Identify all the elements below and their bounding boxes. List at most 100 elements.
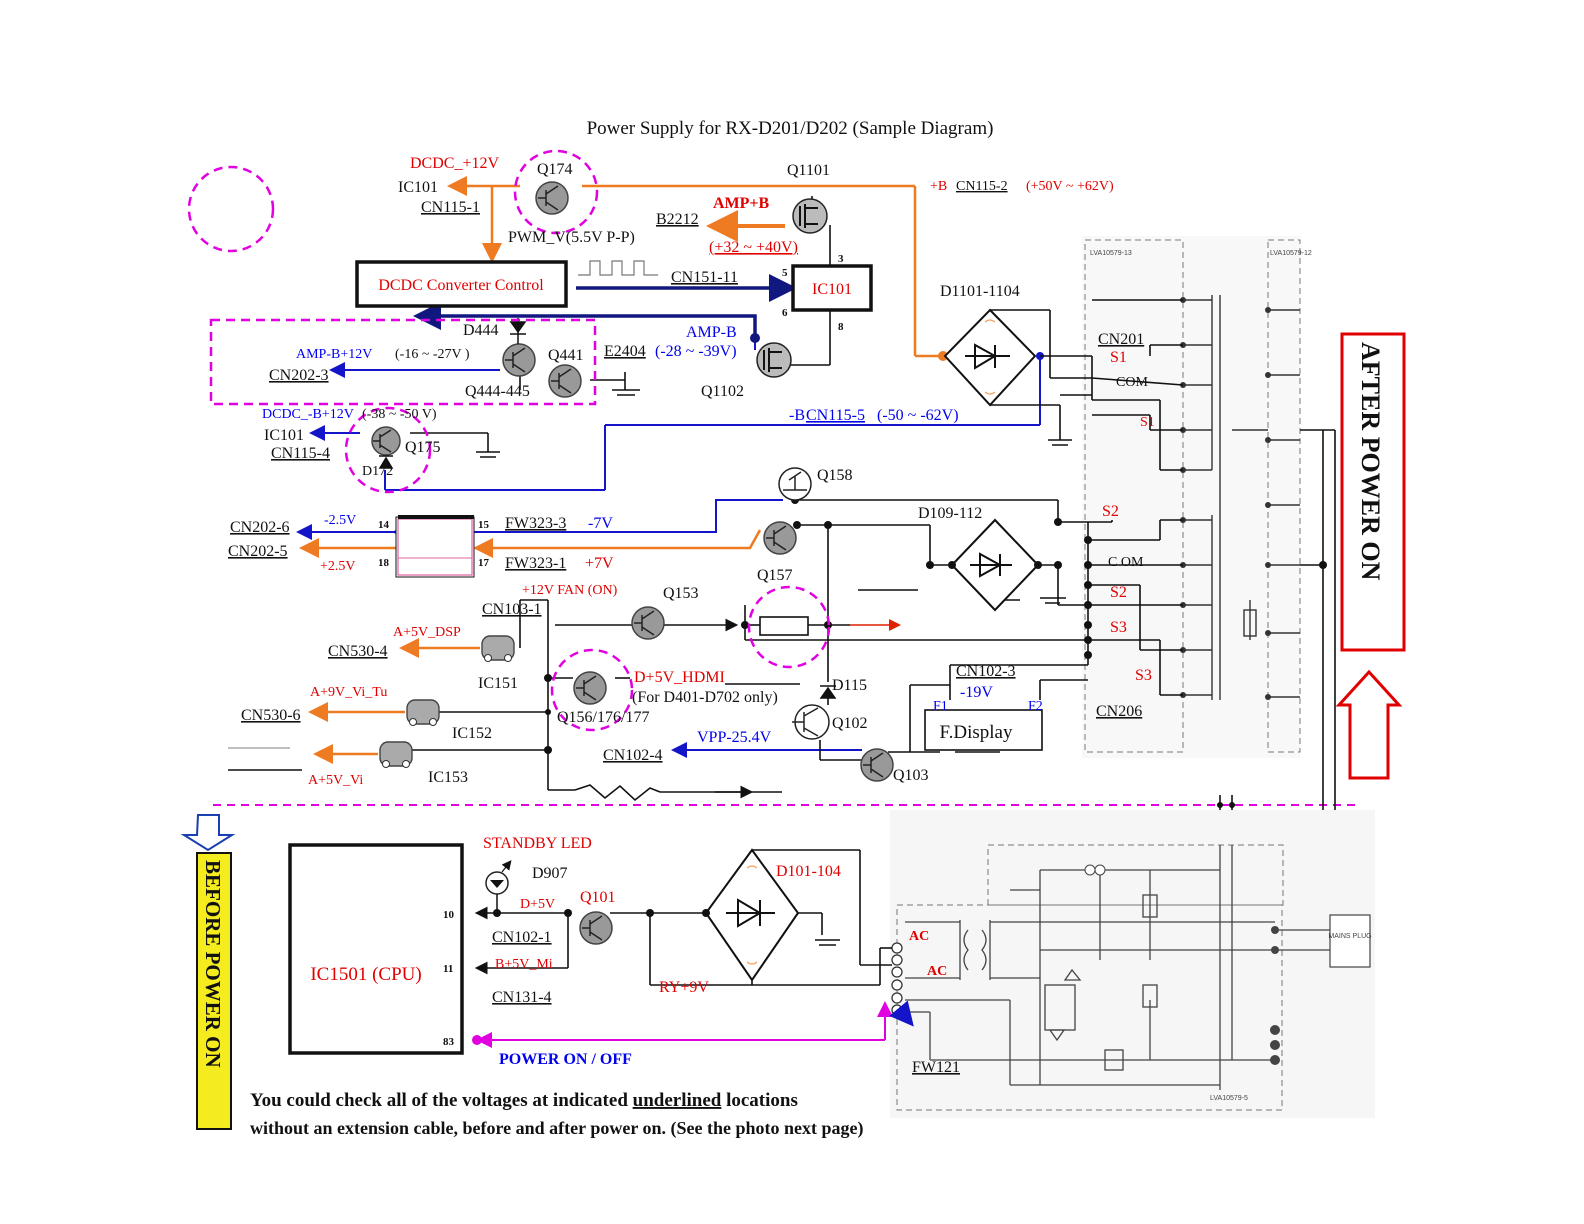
q1101-mosfet — [792, 198, 828, 234]
svg-text:Q1102: Q1102 — [701, 383, 744, 400]
svg-text:83: 83 — [443, 1036, 455, 1048]
svg-text:+12V FAN (ON): +12V FAN (ON) — [522, 583, 618, 598]
after-power-on-banner: AFTER POWER ON — [1335, 332, 1406, 780]
footer-line-2: without an extension cable, before and a… — [250, 1118, 863, 1139]
lva5-label: LVA10579-5 — [1210, 1095, 1248, 1102]
svg-text:-19V: -19V — [960, 684, 993, 701]
svg-text:IC101: IC101 — [398, 179, 438, 196]
svg-text:Q102: Q102 — [832, 715, 868, 732]
svg-text:Q153: Q153 — [663, 585, 699, 602]
svg-text:CN206: CN206 — [1096, 703, 1142, 720]
svg-text:F1: F1 — [933, 699, 948, 714]
svg-text:(-38 ~ -50 V): (-38 ~ -50 V) — [362, 407, 437, 422]
svg-text:(+32 ~ +40V): (+32 ~ +40V) — [709, 239, 798, 256]
svg-text:FW121: FW121 — [912, 1059, 960, 1076]
svg-text:VPP-25.4V: VPP-25.4V — [697, 729, 772, 746]
svg-text:S2: S2 — [1102, 503, 1119, 520]
up-arrow-icon — [1335, 669, 1403, 780]
svg-text:S1: S1 — [1140, 415, 1155, 430]
svg-text:Q156/176/177: Q156/176/177 — [557, 709, 649, 726]
svg-text:S1: S1 — [1110, 349, 1127, 366]
svg-text:Q101: Q101 — [580, 889, 616, 906]
highlight-q175 — [344, 406, 432, 494]
ic151-regulator — [481, 635, 515, 661]
highlight-empty — [187, 165, 275, 253]
regulators — [379, 635, 515, 767]
svg-text:B2212: B2212 — [656, 211, 699, 228]
svg-text:CN202-5: CN202-5 — [228, 543, 288, 560]
svg-text:CN202-3: CN202-3 — [269, 367, 329, 384]
q441-transistor — [548, 364, 582, 398]
q174-transistor — [535, 181, 569, 215]
regulator-ic-box — [395, 515, 475, 578]
svg-text:A+5V_Vi: A+5V_Vi — [308, 773, 363, 788]
svg-text:Q444-445: Q444-445 — [465, 383, 530, 400]
footer-note: You could check all of the voltages at i… — [250, 1090, 863, 1139]
svg-text:CN151-11: CN151-11 — [671, 269, 738, 286]
mains-plug-label: MAINS PLUG — [1328, 933, 1371, 940]
svg-text:DCDC_-B+12V: DCDC_-B+12V — [262, 407, 354, 422]
svg-text:DCDC Converter Control: DCDC Converter Control — [378, 277, 544, 294]
svg-text:D+5V_HDMI: D+5V_HDMI — [634, 669, 725, 686]
svg-text:A+9V_Vi_Tu: A+9V_Vi_Tu — [310, 685, 387, 700]
q103-transistor — [860, 748, 894, 782]
svg-text:CN102-3: CN102-3 — [956, 663, 1016, 680]
svg-text:-7V: -7V — [588, 515, 613, 532]
highlight-fuse — [747, 585, 831, 669]
svg-text:CN131-4: CN131-4 — [492, 989, 552, 1006]
svg-text:CN115-2: CN115-2 — [956, 179, 1008, 194]
svg-text:D907: D907 — [532, 865, 568, 882]
svg-text:5: 5 — [782, 267, 788, 279]
svg-text:D172: D172 — [362, 464, 393, 479]
svg-text:F2: F2 — [1028, 699, 1043, 714]
svg-text:(For D401-D702 only): (For D401-D702 only) — [632, 689, 778, 706]
q1102-mosfet — [756, 342, 792, 378]
highlight-q156 — [550, 648, 634, 732]
svg-text:15: 15 — [478, 519, 490, 531]
transformer-board: LVA10579-13 LVA10579-12 — [1082, 236, 1312, 758]
svg-text:CN530-4: CN530-4 — [328, 643, 388, 660]
lva13-label: LVA10579-13 — [1090, 250, 1132, 257]
svg-text:DCDC_+12V: DCDC_+12V — [410, 155, 499, 172]
d907-led — [485, 860, 512, 912]
svg-text:CN201: CN201 — [1098, 331, 1144, 348]
svg-text:AMP-B: AMP-B — [686, 324, 737, 341]
q175-transistor — [371, 426, 401, 456]
svg-text:IC152: IC152 — [452, 725, 492, 742]
svg-text:Q103: Q103 — [893, 767, 929, 784]
svg-text:CN530-6: CN530-6 — [241, 707, 301, 724]
svg-text:COM: COM — [1116, 375, 1148, 390]
svg-text:6: 6 — [782, 307, 788, 319]
svg-text:FW323-3: FW323-3 — [505, 515, 566, 532]
q101-transistor — [579, 911, 613, 945]
svg-text:CN103-1: CN103-1 — [482, 601, 542, 618]
svg-text:STANDBY LED: STANDBY LED — [483, 835, 592, 852]
svg-text:Q1101: Q1101 — [787, 162, 830, 179]
svg-text:D101-104: D101-104 — [776, 863, 841, 880]
svg-text:D115: D115 — [832, 677, 867, 694]
svg-text:D+5V: D+5V — [520, 897, 555, 912]
highlight-q174 — [513, 149, 599, 235]
cpu-block: IC1501 (CPU) — [288, 843, 464, 1055]
down-arrow-icon — [180, 814, 236, 852]
labels: DCDC_+12V IC101 CN115-1 Q174 PWM_V(5.5V … — [228, 155, 1155, 1076]
svg-text:(+50V ~ +62V): (+50V ~ +62V) — [1026, 179, 1114, 194]
svg-text:RY+9V: RY+9V — [659, 979, 709, 996]
svg-text:CN115-1: CN115-1 — [421, 199, 480, 216]
d115-diode — [819, 686, 837, 699]
svg-text:+2.5V: +2.5V — [320, 559, 356, 574]
mains-board: MAINS PLUG LVA10579-5 — [890, 810, 1375, 1118]
svg-text:(-50 ~ -62V): (-50 ~ -62V) — [877, 407, 959, 424]
svg-text:S3: S3 — [1135, 667, 1152, 684]
svg-text:3: 3 — [838, 253, 844, 265]
diagram-title: Power Supply for RX-D201/D202 (Sample Di… — [587, 118, 994, 139]
svg-text:11: 11 — [443, 963, 453, 975]
f-display-block: F.Display — [924, 709, 1043, 751]
q157-transistor — [763, 521, 797, 555]
ic152-regulator — [406, 699, 440, 725]
highlight-amp-b-12v — [209, 318, 597, 406]
svg-text:(-28 ~ -39V): (-28 ~ -39V) — [655, 343, 737, 360]
svg-text:Q175: Q175 — [405, 439, 441, 456]
svg-text:BEFORE POWER ON: BEFORE POWER ON — [201, 860, 225, 1068]
svg-text:-B: -B — [789, 407, 805, 424]
